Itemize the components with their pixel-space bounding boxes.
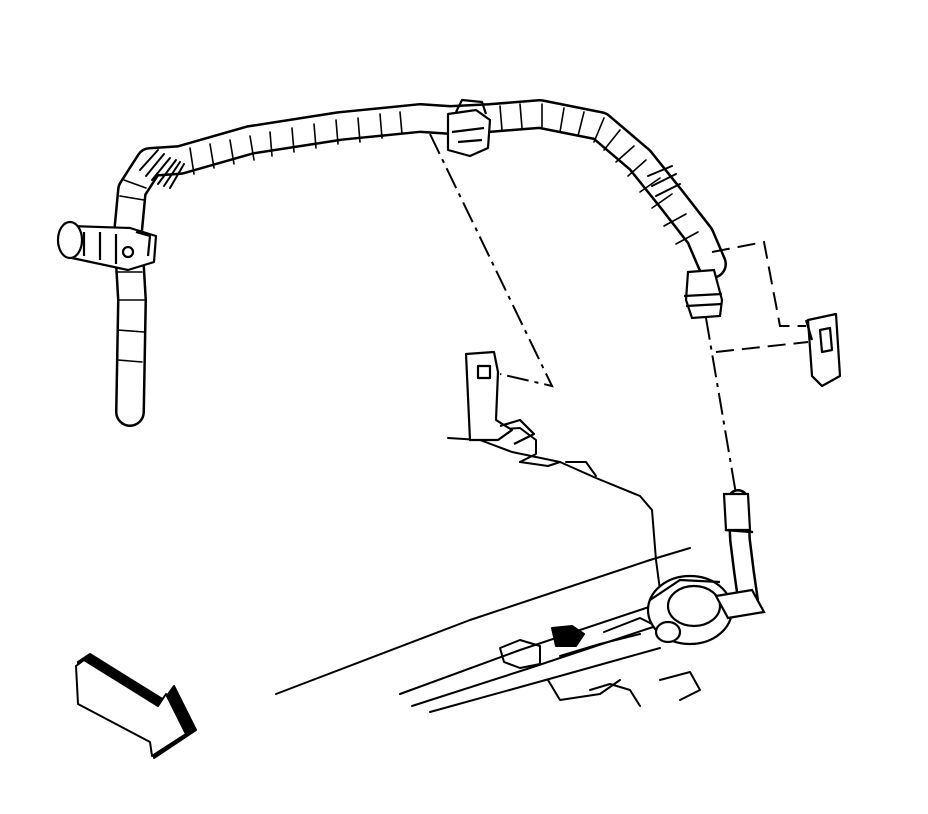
harness-right-sleeve — [683, 268, 724, 320]
callout-right-clip — [711, 240, 806, 327]
round-sensor-housing — [646, 574, 734, 646]
mounting-bracket-center — [464, 350, 536, 445]
callout-lower-connector — [705, 317, 737, 495]
harness-clip-top — [446, 98, 492, 158]
engine-body-outline — [275, 427, 711, 713]
harness-left-connector — [56, 220, 158, 272]
harness-lower-connector — [714, 492, 766, 620]
mounting-bracket-right — [804, 312, 842, 388]
harness-tape-wraps — [115, 103, 699, 363]
callout-center-clip — [429, 133, 554, 388]
harness-convoluted-section — [139, 149, 185, 189]
wiring-harness — [113, 99, 759, 611]
forward-direction-arrow-icon — [75, 653, 197, 759]
callout-leaders — [429, 133, 809, 495]
